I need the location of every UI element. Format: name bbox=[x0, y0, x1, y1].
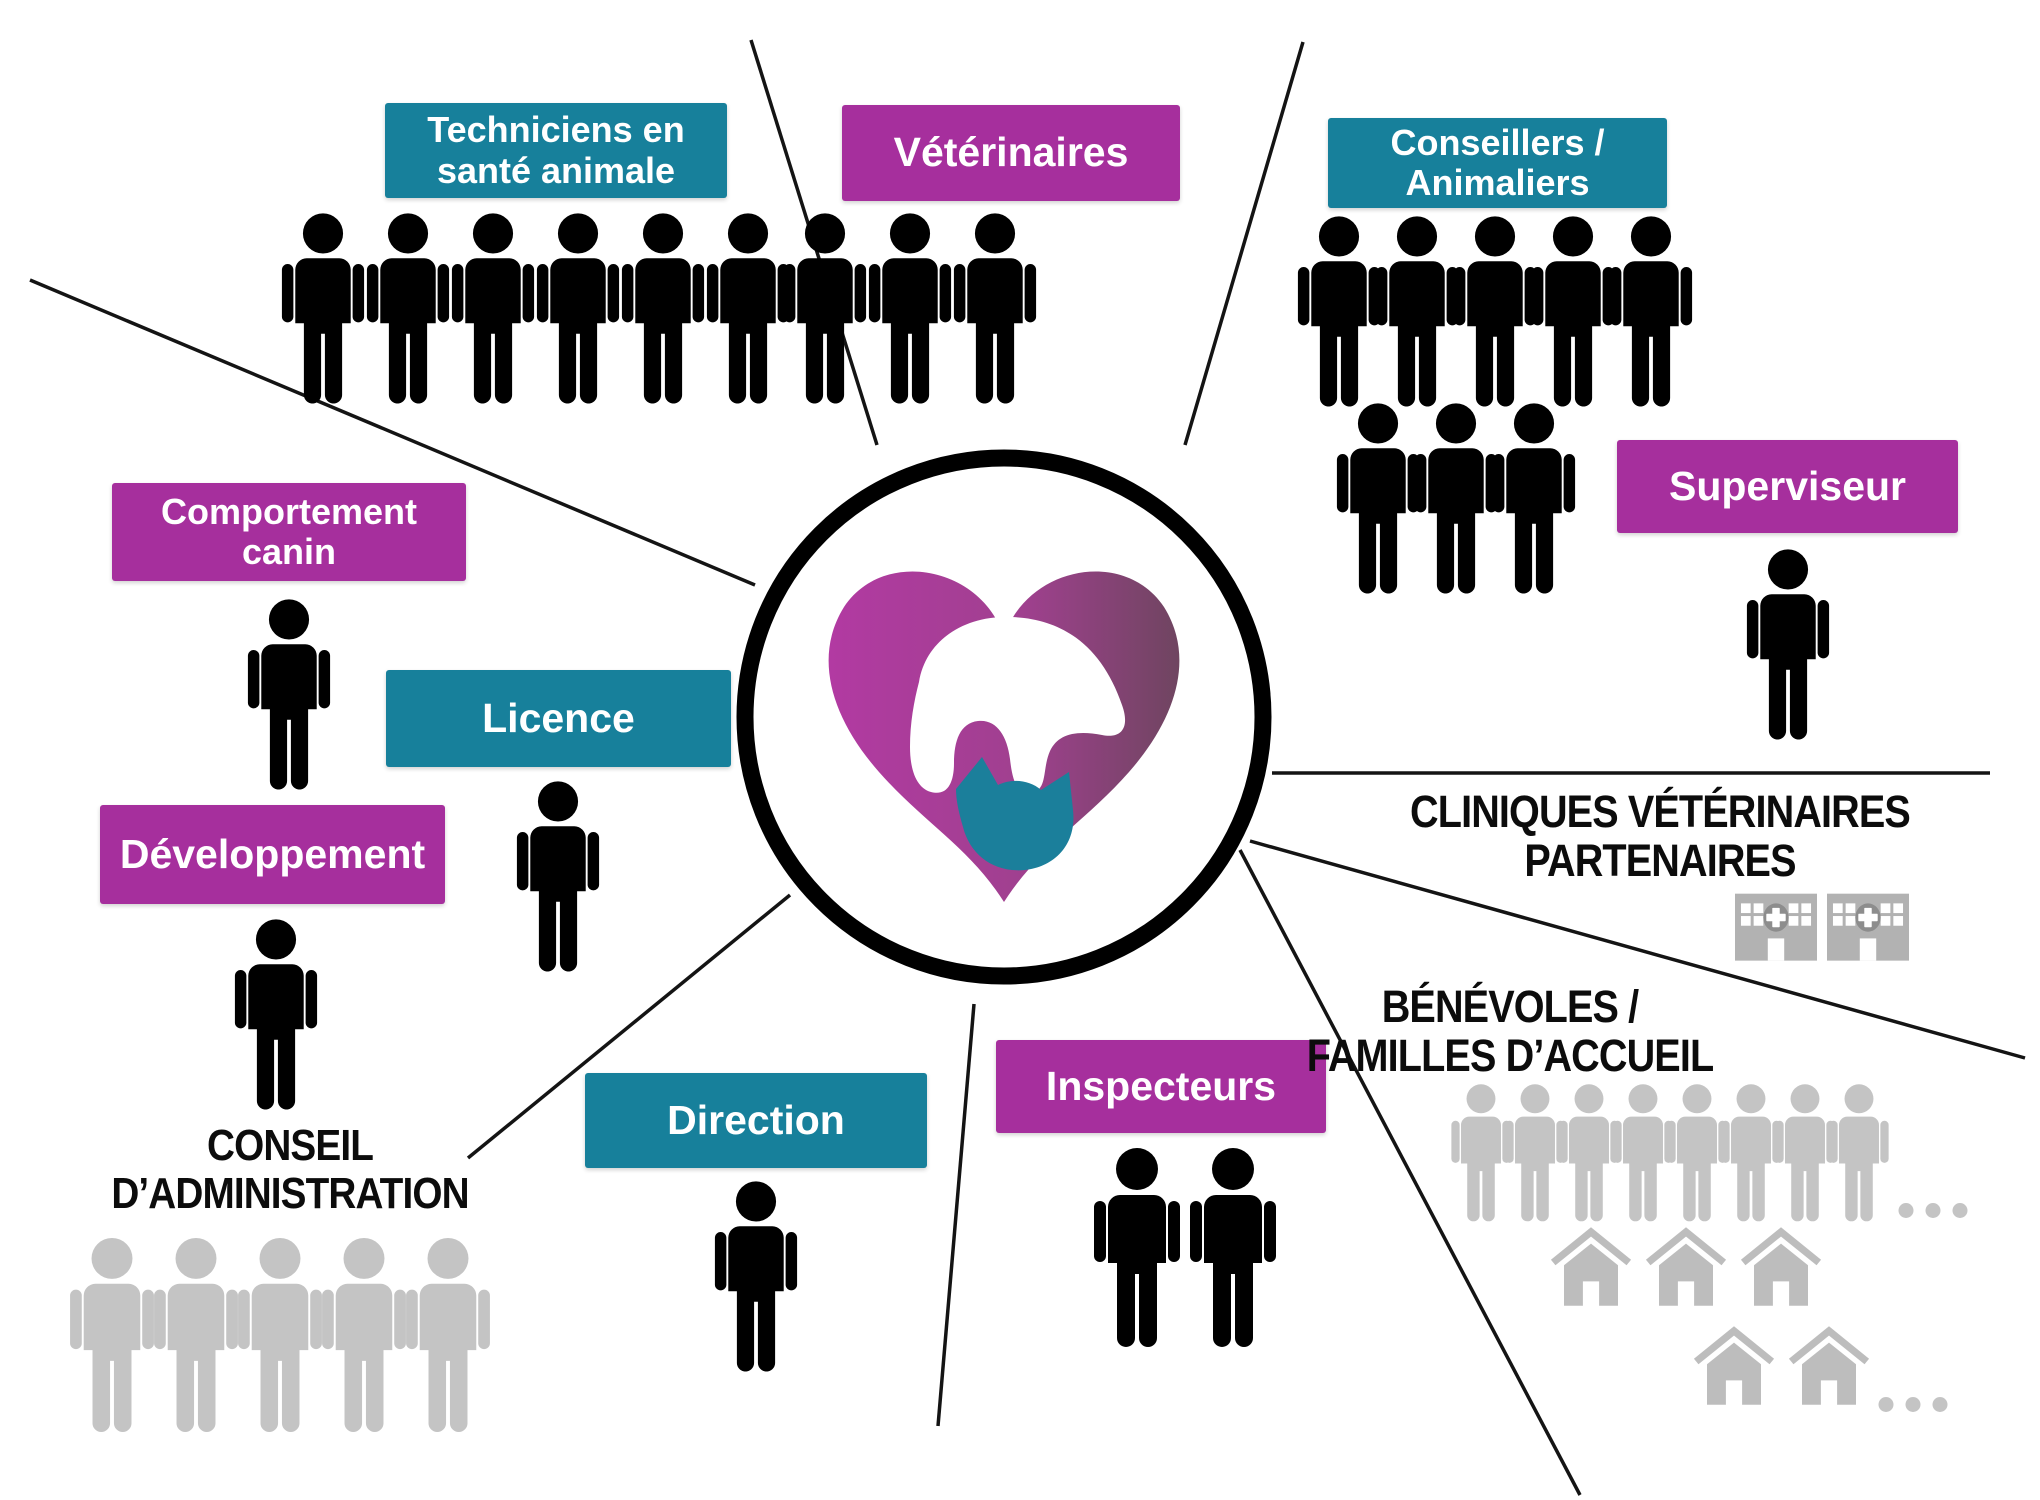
veterinaires-box-label: Vétérinaires bbox=[893, 129, 1129, 176]
developpement-box: Développement bbox=[100, 805, 445, 904]
licence-box: Licence bbox=[386, 670, 731, 767]
techniciens-box-label: santé animale bbox=[436, 149, 676, 191]
inspecteurs-box: Inspecteurs bbox=[996, 1040, 1326, 1133]
direction-box-label: Direction bbox=[667, 1096, 845, 1143]
divider-line bbox=[466, 893, 792, 1160]
inspecteurs-box-label: Inspecteurs bbox=[1045, 1062, 1277, 1109]
cat-head-icon bbox=[956, 757, 1074, 871]
benevoles-label: BÉNÉVOLES /FAMILLES D’ACCUEIL bbox=[1158, 981, 1862, 1081]
cliniques-label-line: PARTENAIRES bbox=[1524, 834, 1796, 886]
superviseur-box: Superviseur bbox=[1617, 440, 1958, 533]
divider-line bbox=[1183, 41, 1305, 446]
veterinaires-box: Vétérinaires bbox=[842, 105, 1180, 201]
divider-line bbox=[1238, 849, 1582, 1496]
conseillers-box-label: Conseillers / bbox=[1390, 121, 1605, 163]
developpement-box-label: Développement bbox=[119, 830, 426, 877]
cliniques-label-line: CLINIQUES VÉTÉRINAIRES bbox=[1410, 786, 1911, 837]
benevoles-label-line: BÉNÉVOLES / bbox=[1381, 981, 1639, 1032]
divider-line bbox=[29, 278, 756, 587]
direction-box: Direction bbox=[585, 1073, 927, 1168]
conseillers-box-label: Animaliers bbox=[1405, 162, 1590, 203]
licence-box-label: Licence bbox=[482, 694, 635, 741]
conseil-label-line: D’ADMINISTRATION bbox=[111, 1168, 469, 1218]
benevoles-label-line: FAMILLES D’ACCUEIL bbox=[1306, 1029, 1714, 1081]
divider-line bbox=[1249, 839, 2026, 1060]
comportement-box-label: canin bbox=[241, 531, 337, 572]
conseil-label-line: CONSEIL bbox=[207, 1121, 374, 1170]
techniciens-box-label: Techniciens en bbox=[427, 109, 685, 151]
dog-head-icon bbox=[910, 616, 1126, 794]
center-logo bbox=[734, 447, 1274, 987]
divider-line bbox=[936, 1003, 976, 1427]
comportement-box-label: Comportement bbox=[160, 490, 417, 532]
conseillers-box: Conseillers /Animaliers bbox=[1328, 118, 1667, 208]
superviseur-box-label: Superviseur bbox=[1669, 462, 1906, 509]
